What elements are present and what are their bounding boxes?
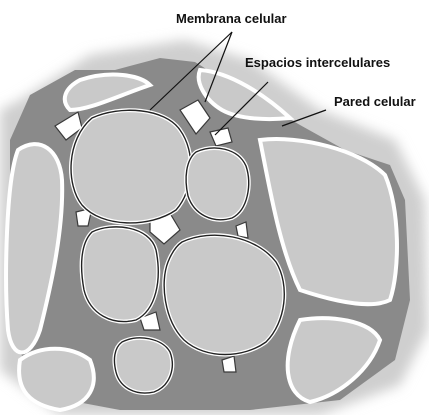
cell (71, 110, 191, 223)
label-intercellular-spaces: Espacios intercelulares (245, 55, 390, 70)
label-cell-wall: Pared celular (334, 94, 416, 109)
label-cell-membrane: Membrana celular (176, 11, 287, 26)
cell (164, 235, 284, 354)
cell (19, 349, 94, 410)
